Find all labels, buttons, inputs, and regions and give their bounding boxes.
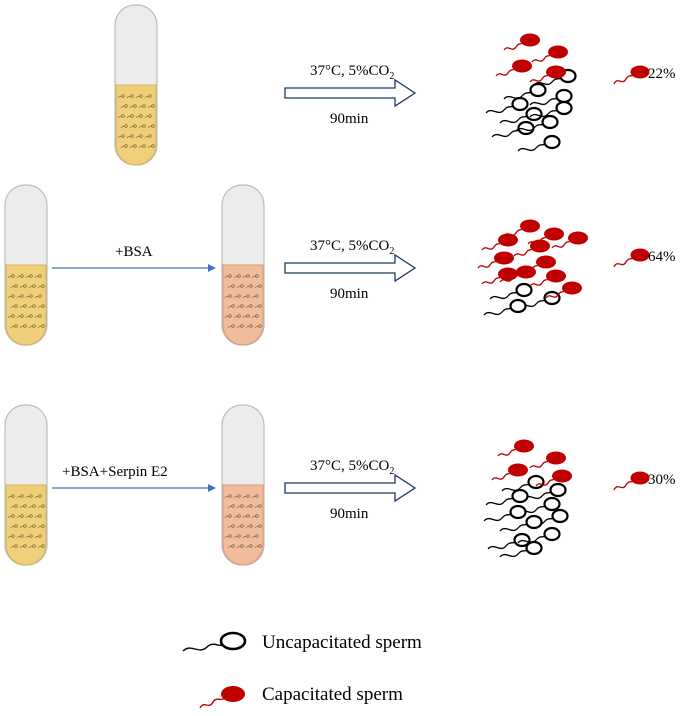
treatment-label-bsa: +BSA [115, 244, 153, 260]
capacitated-sperm [503, 219, 540, 237]
result-capacitated-icon-row2 [613, 248, 650, 268]
row-control: 37°C, 5%CO2 90min 22% [114, 4, 676, 166]
capacitated-sperm [497, 439, 534, 457]
uncapacitated-sperm [523, 482, 567, 500]
row-bsa-serpin: +BSA+Serpin E2 37°C, 5%CO2 90min 30% [4, 404, 676, 566]
capacitated-sperm [551, 231, 588, 249]
uncapacitated-sperm [499, 540, 543, 558]
test-tube-before-bsa [4, 184, 48, 346]
incubation-arrow-row2 [284, 253, 417, 283]
uncapacitated-sperm [503, 82, 547, 100]
test-tube-after-serpin [221, 404, 265, 566]
uncapacitated-sperm [517, 134, 561, 152]
uncapacitated-sperm [515, 114, 559, 132]
capacitated-sperm [529, 65, 566, 83]
uncapacitated-sperm [517, 526, 561, 544]
sperm-cluster-row1 [485, 33, 577, 152]
legend-uncapacitated-icon [182, 631, 247, 652]
capacitated-sperm [503, 33, 540, 51]
uncapacitated-sperm [501, 474, 545, 492]
capacitated-sperm [481, 267, 518, 285]
incubation-condition-row1: 37°C, 5%CO2 [310, 63, 394, 82]
capacitated-sperm [477, 251, 514, 269]
percent-row2: 64% [648, 249, 676, 265]
uncapacitated-sperm [529, 100, 573, 118]
percent-row1: 22% [648, 66, 676, 82]
result-capacitated-icon-row1 [613, 65, 650, 85]
incubation-condition-row2: 37°C, 5%CO2 [310, 238, 394, 257]
test-tube-control [114, 4, 158, 166]
capacitated-sperm [531, 45, 568, 63]
incubation-time-row1: 90min [330, 111, 369, 127]
row-bsa: +BSA 37°C, 5%CO2 90min 64% [4, 184, 676, 346]
uncapacitated-sperm [485, 488, 529, 506]
test-tube-after-bsa [221, 184, 265, 346]
capacitated-sperm [545, 281, 582, 299]
sperm-cluster-row2 [477, 219, 588, 316]
incubation-condition-row3: 37°C, 5%CO2 [310, 458, 394, 477]
uncapacitated-sperm [489, 282, 533, 300]
treatment-label-bsa-serpin: +BSA+Serpin E2 [62, 464, 168, 480]
legend: Uncapacitated sperm Capacitated sperm [182, 631, 422, 709]
legend-capacitated-label: Capacitated sperm [262, 684, 403, 705]
capacitated-sperm [513, 239, 550, 257]
sperm-cluster-row3 [483, 439, 572, 558]
incubation-time-row2: 90min [330, 286, 369, 302]
uncapacitated-sperm [483, 504, 527, 522]
incubation-arrow-row1 [284, 78, 417, 108]
tube-sperm-pattern [7, 494, 45, 549]
tube-sperm-pattern [224, 494, 262, 549]
legend-uncapacitated-label: Uncapacitated sperm [262, 632, 422, 653]
capacitated-sperm [491, 463, 528, 481]
tube-sperm-pattern [224, 274, 262, 329]
uncapacitated-sperm [485, 96, 529, 114]
capacitated-sperm [529, 269, 566, 287]
tube-sperm-pattern [7, 274, 45, 329]
result-capacitated-icon-row3 [613, 471, 650, 491]
uncapacitated-sperm [499, 514, 543, 532]
test-tube-before-serpin [4, 404, 48, 566]
incubation-time-row3: 90min [330, 506, 369, 522]
legend-capacitated-icon [199, 686, 245, 709]
tube-sperm-pattern [117, 94, 155, 149]
capacitated-sperm [481, 233, 518, 251]
capacitated-sperm [535, 469, 572, 487]
uncapacitated-sperm [483, 298, 527, 316]
percent-row3: 30% [648, 472, 676, 488]
capacitated-sperm [529, 451, 566, 469]
uncapacitated-sperm [487, 532, 531, 550]
capacitated-sperm [495, 59, 532, 77]
incubation-arrow-row3 [284, 473, 417, 503]
